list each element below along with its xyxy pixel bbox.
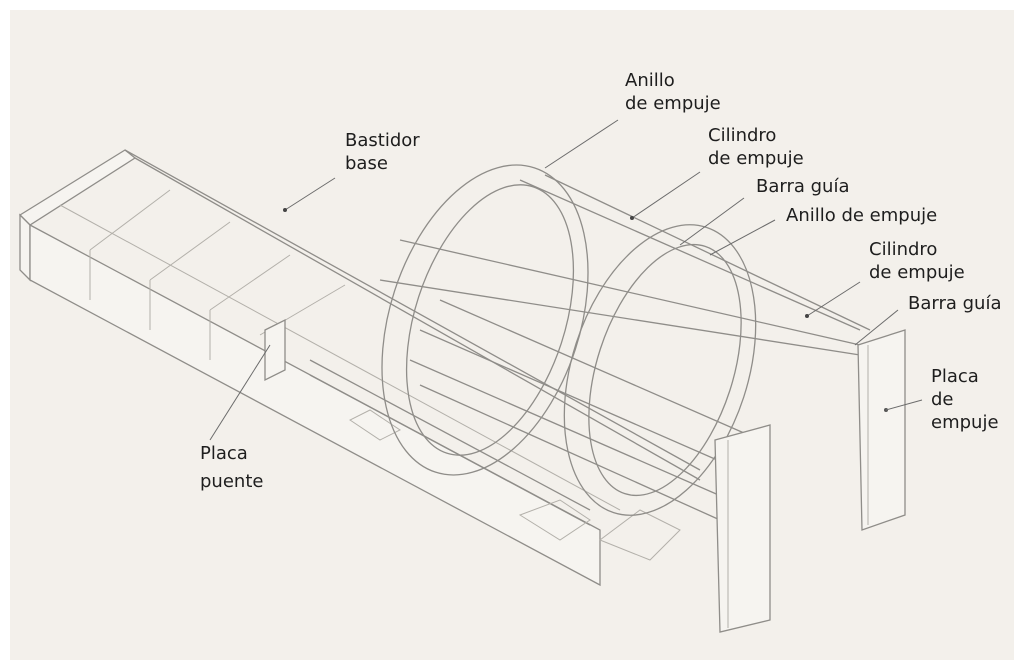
push-plate — [857, 329, 906, 531]
label-line: Cilindro — [708, 125, 777, 146]
label-guide-bar-2: Barra guía — [908, 293, 1002, 314]
label-line: Anillo — [625, 70, 675, 91]
label-line: Placa — [200, 443, 248, 464]
label-push-ring-2: Anillo de empuje — [786, 205, 938, 226]
push-ring-1 — [381, 164, 589, 476]
front-plate — [714, 424, 771, 633]
base-frame — [18, 149, 701, 587]
label-line: Bastidor — [345, 130, 420, 151]
leader-lines — [209, 119, 923, 441]
cylinders-and-rails — [379, 174, 871, 521]
label-line: Cilindro — [869, 239, 938, 260]
label-line: de empuje — [625, 93, 721, 114]
label-line: empuje — [931, 412, 999, 433]
label-line: de empuje — [869, 262, 965, 283]
label-line: base — [345, 153, 388, 174]
label-line: puente — [200, 471, 264, 492]
label-line: de — [931, 389, 954, 410]
label-line: de empuje — [708, 148, 804, 169]
label-bridge-plate: Placa puente — [200, 440, 263, 496]
push-ring-2 — [563, 224, 757, 516]
label-line: Placa — [931, 366, 979, 387]
label-guide-bar-1: Barra guía — [756, 176, 850, 197]
